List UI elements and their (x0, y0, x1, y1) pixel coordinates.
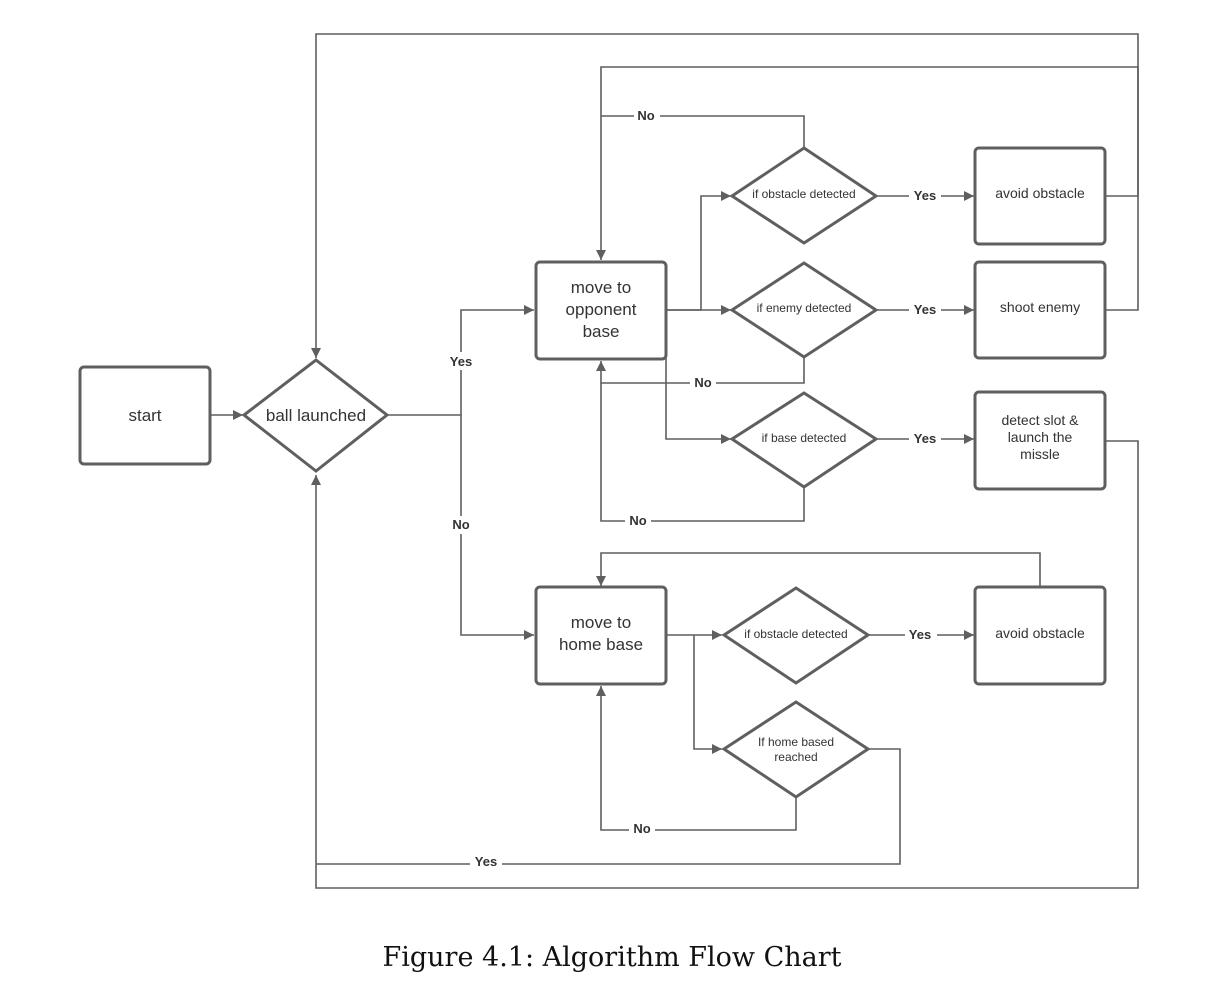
edge-reached-no (596, 686, 797, 831)
label-obstacle-top-no: No (637, 108, 654, 123)
node-obstacle-detected-bottom-label: if obstacle detected (744, 627, 847, 641)
node-obstacle-detected-top: if obstacle detected (729, 146, 879, 245)
label-enemy-yes: Yes (914, 302, 936, 317)
label-base-no: No (629, 513, 646, 528)
edge-shoot-loop (596, 66, 1139, 311)
node-ball-launched: ball launched (241, 358, 390, 473)
edge-obstacle-top-no (601, 115, 805, 147)
edge-reached-yes (316, 748, 901, 865)
label-obstacle-top-yes: Yes (914, 188, 936, 203)
node-obstacle-detected-top-label: if obstacle detected (752, 187, 855, 201)
node-move-home-line-2: home base (559, 635, 643, 654)
node-detect-slot: detect slot & launch the missle (973, 390, 1107, 491)
node-avoid-obstacle-top-label: avoid obstacle (995, 185, 1085, 201)
node-avoid-obstacle-bottom: avoid obstacle (973, 585, 1107, 686)
label-reached-yes: Yes (475, 854, 497, 869)
edge-avoid-bottom-loop (596, 552, 1041, 586)
node-avoid-obstacle-bottom-label: avoid obstacle (995, 625, 1085, 641)
node-home-reached-line-2: reached (774, 750, 817, 764)
node-detect-slot-line-2: launch the (1008, 429, 1073, 445)
edge-base-no (600, 383, 805, 522)
node-start-label: start (128, 406, 161, 425)
node-move-opponent-line-3: base (583, 322, 620, 341)
edge-avoid-top-loop-outer (311, 33, 1139, 358)
node-shoot-enemy: shoot enemy (973, 260, 1107, 360)
node-obstacle-detected-bottom: if obstacle detected (721, 586, 871, 685)
label-ball-no: No (452, 517, 469, 532)
node-move-home-line-1: move to (571, 613, 631, 632)
node-move-opponent-line-2: opponent (566, 300, 637, 319)
edge-detect-slot-return (311, 440, 1139, 889)
node-move-opponent: move to opponent base (534, 260, 668, 361)
node-move-home: move to home base (534, 585, 668, 686)
label-ball-yes: Yes (450, 354, 472, 369)
node-start: start (78, 365, 212, 466)
edge-home-to-reached (693, 635, 722, 754)
edge-opponent-to-obstacle (666, 191, 731, 311)
label-reached-no: No (633, 821, 650, 836)
node-base-detected: if base detected (729, 391, 879, 489)
node-enemy-detected: if enemy detected (729, 261, 879, 359)
label-base-yes: Yes (914, 431, 936, 446)
figure-caption: Figure 4.1: Algorithm Flow Chart (382, 942, 842, 973)
node-detect-slot-line-1: detect slot & (1001, 412, 1079, 428)
node-shoot-enemy-label: shoot enemy (1000, 299, 1080, 315)
node-detect-slot-line-3: missle (1020, 446, 1060, 462)
node-avoid-obstacle-top: avoid obstacle (973, 146, 1107, 246)
label-enemy-no: No (694, 375, 711, 390)
node-move-opponent-line-1: move to (571, 278, 631, 297)
edge-labels: Yes No No Yes Yes No Yes No Yes No Yes (446, 107, 941, 873)
node-home-reached-line-1: If home based (758, 735, 834, 749)
node-base-detected-label: if base detected (762, 431, 847, 445)
node-enemy-detected-label: if enemy detected (757, 301, 852, 315)
node-home-reached: If home based reached (721, 700, 871, 799)
node-ball-launched-label: ball launched (266, 406, 366, 425)
label-obstacle-bottom-yes: Yes (909, 627, 931, 642)
edge-ball-no-home (460, 415, 534, 640)
